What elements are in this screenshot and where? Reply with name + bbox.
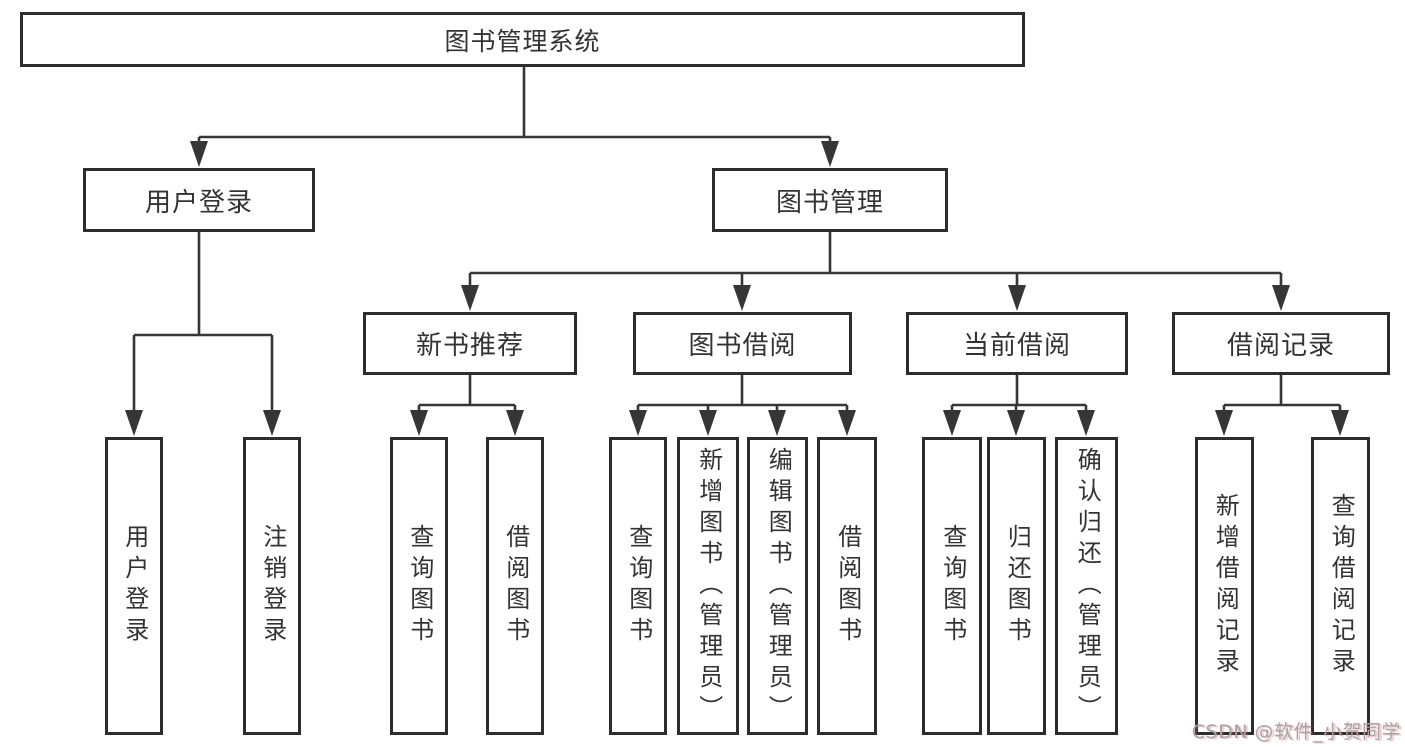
node-root-label: 图书管理系统 bbox=[444, 26, 601, 56]
leaf-return-books-label: 归还图书 bbox=[1003, 524, 1032, 648]
leaf-query-books-borrow: 查询图书 bbox=[609, 437, 667, 735]
leaf-user-login-label: 用户登录 bbox=[120, 524, 149, 648]
connector-root-to-level2 bbox=[190, 67, 839, 167]
leaf-borrow-books: 借阅图书 bbox=[817, 437, 877, 735]
connector-user-login-children bbox=[125, 232, 281, 436]
leaf-borrow-books-recommend: 借阅图书 bbox=[486, 437, 544, 735]
node-current-borrow-label: 当前借阅 bbox=[962, 331, 1071, 361]
leaf-query-books-borrow-label: 查询图书 bbox=[624, 524, 653, 648]
node-current-borrow: 当前借阅 bbox=[906, 312, 1128, 375]
leaf-borrow-books-recommend-label: 借阅图书 bbox=[501, 524, 530, 648]
node-book-management: 图书管理 bbox=[712, 168, 948, 232]
node-new-book-recommend-label: 新书推荐 bbox=[415, 331, 524, 361]
leaf-confirm-return-admin-label: 确认归还（管理员） bbox=[1073, 446, 1102, 726]
node-user-login: 用户登录 bbox=[83, 168, 315, 232]
node-book-borrow: 图书借阅 bbox=[633, 312, 852, 375]
csdn-watermark: CSDN @软件_小贺同学 bbox=[1191, 721, 1401, 743]
leaf-query-borrow-record: 查询借阅记录 bbox=[1311, 437, 1370, 735]
leaf-query-books-current: 查询图书 bbox=[922, 437, 982, 735]
leaf-query-borrow-record-label: 查询借阅记录 bbox=[1327, 493, 1356, 679]
leaf-query-books-current-label: 查询图书 bbox=[938, 524, 967, 648]
leaf-confirm-return-admin: 确认归还（管理员） bbox=[1055, 437, 1118, 735]
connector-new-book-recommend-children bbox=[410, 375, 524, 436]
leaf-edit-books-admin-label: 编辑图书（管理员） bbox=[764, 446, 793, 726]
connector-borrow-records-children bbox=[1215, 375, 1349, 436]
leaf-user-login: 用户登录 bbox=[105, 437, 163, 735]
leaf-query-books-recommend-label: 查询图书 bbox=[405, 524, 434, 648]
node-root: 图书管理系统 bbox=[20, 12, 1025, 67]
node-book-management-label: 图书管理 bbox=[775, 187, 884, 218]
leaf-borrow-books-label: 借阅图书 bbox=[833, 524, 862, 648]
node-user-login-label: 用户登录 bbox=[144, 187, 253, 218]
leaf-add-books-admin-label: 新增图书（管理员） bbox=[694, 446, 723, 726]
node-new-book-recommend: 新书推荐 bbox=[363, 312, 577, 375]
connector-book-borrow-children bbox=[629, 375, 856, 436]
connector-book-management-children bbox=[461, 232, 1290, 311]
node-borrow-records: 借阅记录 bbox=[1172, 312, 1390, 375]
node-borrow-records-label: 借阅记录 bbox=[1226, 331, 1335, 361]
leaf-query-books-recommend: 查询图书 bbox=[390, 437, 448, 735]
connector-current-borrow-children bbox=[943, 375, 1095, 436]
leaf-return-books: 归还图书 bbox=[987, 437, 1046, 735]
leaf-logout: 注销登录 bbox=[243, 437, 301, 735]
leaf-add-borrow-record: 新增借阅记录 bbox=[1195, 437, 1254, 735]
leaf-add-books-admin: 新增图书（管理员） bbox=[677, 437, 739, 735]
leaf-add-borrow-record-label: 新增借阅记录 bbox=[1211, 493, 1240, 679]
leaf-logout-label: 注销登录 bbox=[258, 524, 287, 648]
node-book-borrow-label: 图书借阅 bbox=[688, 331, 797, 361]
leaf-edit-books-admin: 编辑图书（管理员） bbox=[747, 437, 808, 735]
